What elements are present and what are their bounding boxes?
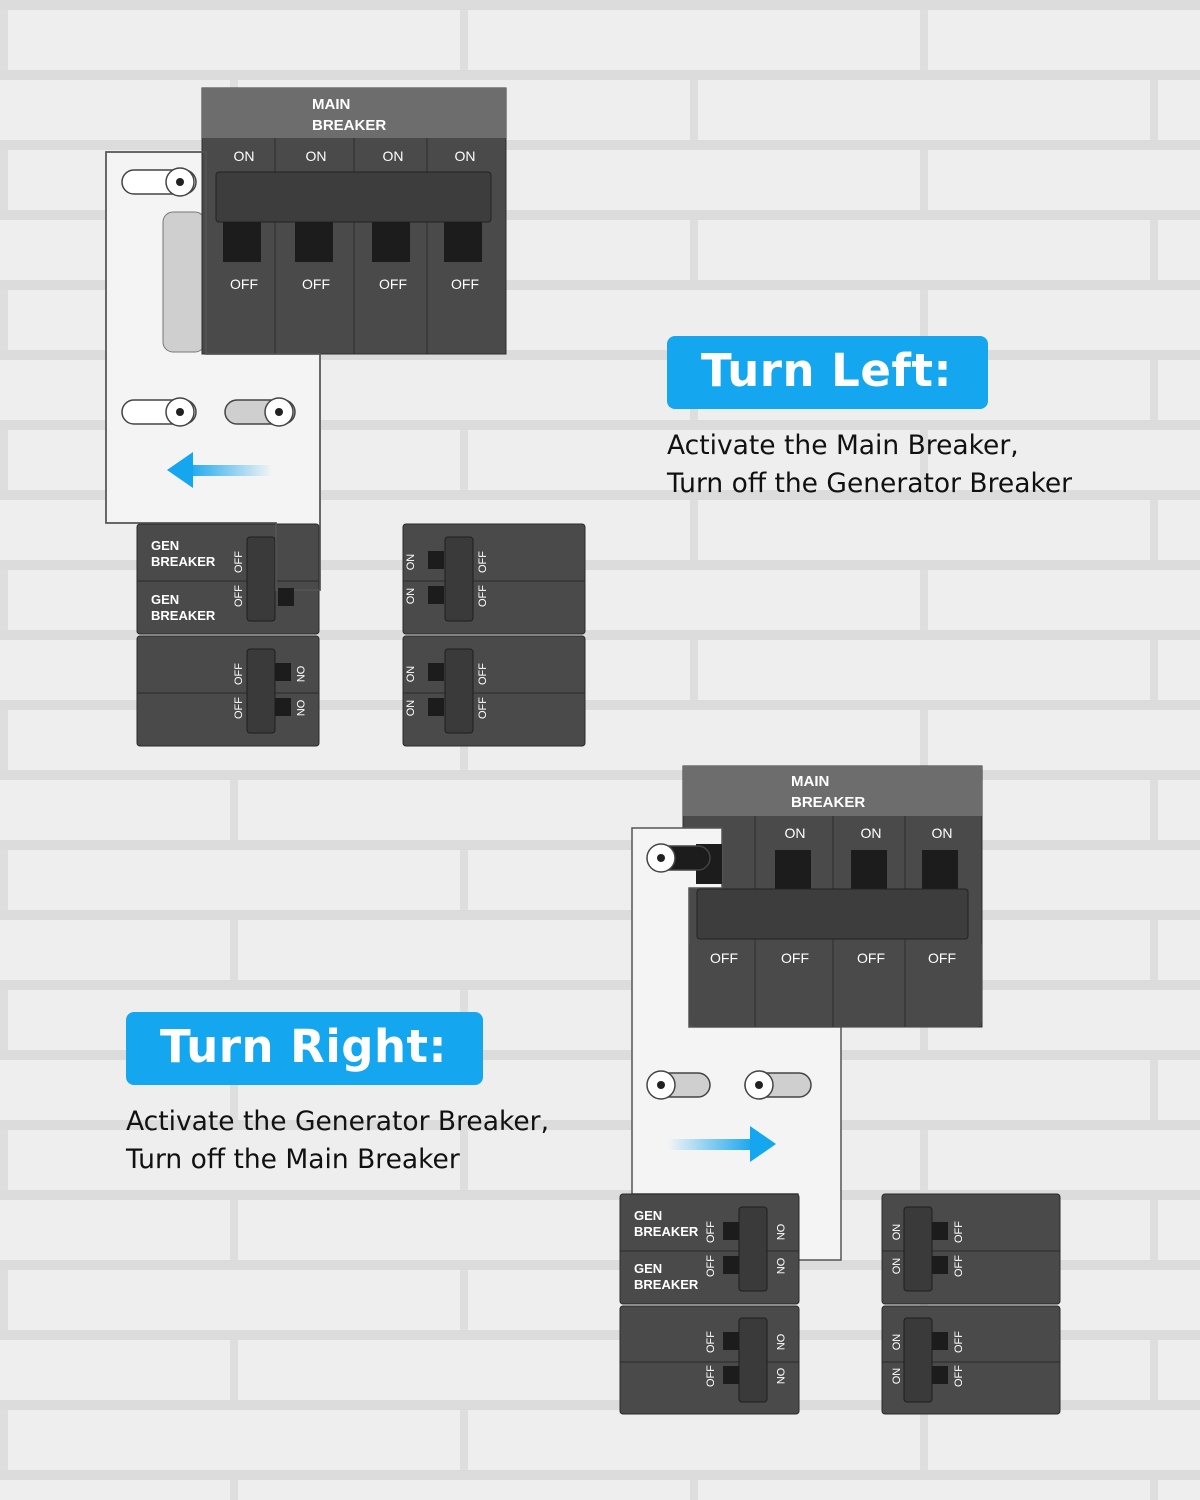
breaker-block [881, 1305, 1061, 1415]
main-breaker-handle [215, 171, 492, 223]
callout-title: Turn Left: [667, 336, 988, 409]
on-label: ON [294, 666, 306, 683]
diagram-turn-right: MAIN BREAKER ON ON ON OFF OFF OFF OFF [600, 760, 1080, 1420]
diagram-turn-left: MAIN BREAKER ON ON ON ON OFF OFF OFF OFF [0, 0, 600, 760]
main-breaker-title: BREAKER [791, 794, 865, 811]
gen-breaker-block [619, 1193, 800, 1305]
main-breaker-handle [696, 888, 969, 940]
off-label: OFF [953, 1365, 965, 1387]
main-breaker-title: MAIN [791, 773, 829, 790]
off-label: OFF [953, 1331, 965, 1353]
off-label: OFF [233, 551, 245, 573]
callout-line: Activate the Generator Breaker, [126, 1106, 549, 1137]
gen-breaker-label: BREAKER [634, 1224, 699, 1239]
on-label: ON [455, 148, 476, 164]
off-label: OFF [953, 1255, 965, 1277]
on-label: ON [891, 1224, 903, 1241]
on-label: ON [932, 825, 953, 841]
on-label: ON [294, 700, 306, 717]
breaker-block [619, 1305, 800, 1415]
off-label: OFF [233, 697, 245, 719]
on-label: ON [405, 554, 417, 571]
off-label: OFF [857, 950, 885, 966]
on-label: ON [774, 1368, 786, 1385]
gen-breaker-label: BREAKER [634, 1277, 699, 1292]
off-label: OFF [477, 585, 489, 607]
callout-description: Activate the Generator Breaker, Turn off… [126, 1103, 549, 1179]
callout-line: Activate the Main Breaker, [667, 430, 1019, 461]
arrow-left-icon [167, 452, 272, 488]
on-label: ON [785, 825, 806, 841]
off-label: OFF [710, 950, 738, 966]
main-breaker-panel [201, 87, 507, 355]
off-label: OFF [379, 276, 407, 292]
arrow-right-icon [668, 1126, 776, 1162]
gen-breaker-label: GEN [634, 1208, 662, 1223]
plate-slot-screw [121, 167, 197, 197]
on-label: ON [234, 148, 255, 164]
on-label: ON [405, 588, 417, 605]
on-label: ON [891, 1334, 903, 1351]
plate-slot-screw [224, 397, 296, 427]
plate-slot-screw [744, 1070, 812, 1100]
off-label: OFF [230, 276, 258, 292]
gen-breaker-label: BREAKER [151, 554, 216, 569]
off-label: OFF [705, 1255, 717, 1277]
gen-breaker-label: GEN [151, 592, 179, 607]
interlock-plate-tab [162, 211, 206, 353]
on-label: ON [774, 1258, 786, 1275]
off-label: OFF [233, 585, 245, 607]
off-label: OFF [705, 1331, 717, 1353]
off-label: OFF [953, 1221, 965, 1243]
on-label: ON [774, 1334, 786, 1351]
plate-slot-screw [646, 843, 711, 873]
callout-line: Turn off the Generator Breaker [667, 468, 1073, 499]
gen-breaker-block [136, 523, 320, 635]
off-label: OFF [705, 1365, 717, 1387]
off-label: OFF [477, 697, 489, 719]
off-label: OFF [477, 551, 489, 573]
off-label: OFF [928, 950, 956, 966]
off-label: OFF [781, 950, 809, 966]
on-label: ON [405, 700, 417, 717]
on-label: ON [861, 825, 882, 841]
callout-description: Activate the Main Breaker, Turn off the … [667, 427, 1072, 503]
on-label: ON [891, 1258, 903, 1275]
breaker-block [402, 523, 586, 635]
off-label: OFF [233, 663, 245, 685]
on-label: ON [306, 148, 327, 164]
off-label: OFF [477, 663, 489, 685]
callout-turn-right: Turn Right: Activate the Generator Break… [126, 1012, 549, 1179]
gen-breaker-label: GEN [634, 1261, 662, 1276]
breaker-block [881, 1193, 1061, 1305]
off-label: OFF [705, 1221, 717, 1243]
callout-turn-left: Turn Left: Activate the Main Breaker, Tu… [667, 336, 1072, 503]
gen-breaker-label: GEN [151, 538, 179, 553]
breaker-block [402, 635, 586, 747]
on-label: ON [891, 1368, 903, 1385]
gen-breaker-label: BREAKER [151, 608, 216, 623]
on-label: ON [383, 148, 404, 164]
callout-title: Turn Right: [126, 1012, 484, 1085]
off-label: OFF [302, 276, 330, 292]
off-label: OFF [451, 276, 479, 292]
on-label: ON [774, 1224, 786, 1241]
main-breaker-title: BREAKER [312, 117, 386, 134]
on-label: ON [405, 666, 417, 683]
plate-slot-screw [121, 397, 197, 427]
breaker-block [136, 635, 320, 747]
main-breaker-title: MAIN [312, 96, 350, 113]
plate-slot-screw [646, 1070, 711, 1100]
callout-line: Turn off the Main Breaker [126, 1144, 460, 1175]
